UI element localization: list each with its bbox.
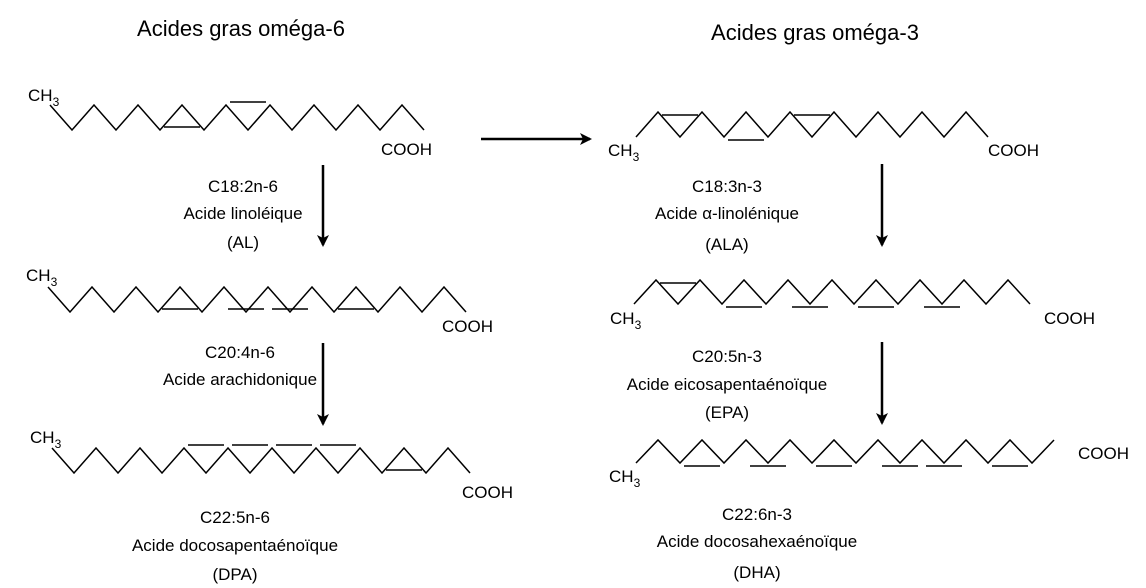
omega3-title: Acides gras oméga-3 — [711, 20, 919, 45]
chain-dpa — [51, 446, 471, 475]
cooh-group: COOH — [442, 317, 493, 336]
molecule-epa: CH3 COOH C20:5n-3 Acide eicosapentaénoïq… — [610, 278, 1095, 422]
abbr-dha: (DHA) — [733, 563, 780, 582]
name-ala: Acide α-linolénique — [655, 204, 799, 223]
cooh-group: COOH — [1044, 309, 1095, 328]
cooh-group: COOH — [1078, 444, 1129, 463]
chain-aa — [47, 285, 467, 314]
abbr-ala: (ALA) — [705, 235, 748, 254]
chain-al — [49, 103, 425, 132]
cooh-group: COOH — [462, 483, 513, 502]
ch3-group: CH3 — [28, 86, 60, 109]
cooh-group: COOH — [381, 140, 432, 159]
ch3-group: CH3 — [26, 266, 58, 289]
ch3-group: CH3 — [608, 141, 640, 164]
chain-ala — [635, 110, 989, 139]
abbr-epa: (EPA) — [705, 403, 749, 422]
molecule-ala: CH3 COOH C18:3n-3 Acide α-linolénique (A… — [608, 110, 1039, 254]
name-dpa: Acide docosapentaénoïque — [132, 536, 338, 555]
chain-epa — [633, 278, 1031, 306]
formula-al: C18:2n-6 — [208, 177, 278, 196]
abbr-al: (AL) — [227, 233, 259, 252]
cooh-group: COOH — [988, 141, 1039, 160]
molecule-dpa: CH3 COOH C22:5n-6 Acide docosapentaénoïq… — [30, 428, 513, 584]
name-aa: Acide arachidonique — [163, 370, 317, 389]
abbr-dpa: (DPA) — [212, 565, 257, 584]
molecule-dha: CH3 COOH C22:6n-3 Acide docosahexaénoïqu… — [609, 438, 1129, 582]
omega6-title: Acides gras oméga-6 — [137, 16, 345, 41]
molecule-al: CH3 COOH C18:2n-6 Acide linoléique (AL) — [28, 86, 432, 252]
ch3-group: CH3 — [609, 467, 641, 490]
chain-dha — [635, 438, 1055, 465]
formula-epa: C20:5n-3 — [692, 347, 762, 366]
formula-dpa: C22:5n-6 — [200, 508, 270, 527]
name-al: Acide linoléique — [183, 204, 302, 223]
name-dha: Acide docosahexaénoïque — [657, 532, 857, 551]
formula-ala: C18:3n-3 — [692, 177, 762, 196]
ch3-group: CH3 — [610, 309, 642, 332]
ch3-group: CH3 — [30, 428, 62, 451]
formula-aa: C20:4n-6 — [205, 343, 275, 362]
molecule-aa: CH3 COOH C20:4n-6 Acide arachidonique — [26, 266, 493, 389]
name-epa: Acide eicosapentaénoïque — [627, 375, 827, 394]
formula-dha: C22:6n-3 — [722, 505, 792, 524]
